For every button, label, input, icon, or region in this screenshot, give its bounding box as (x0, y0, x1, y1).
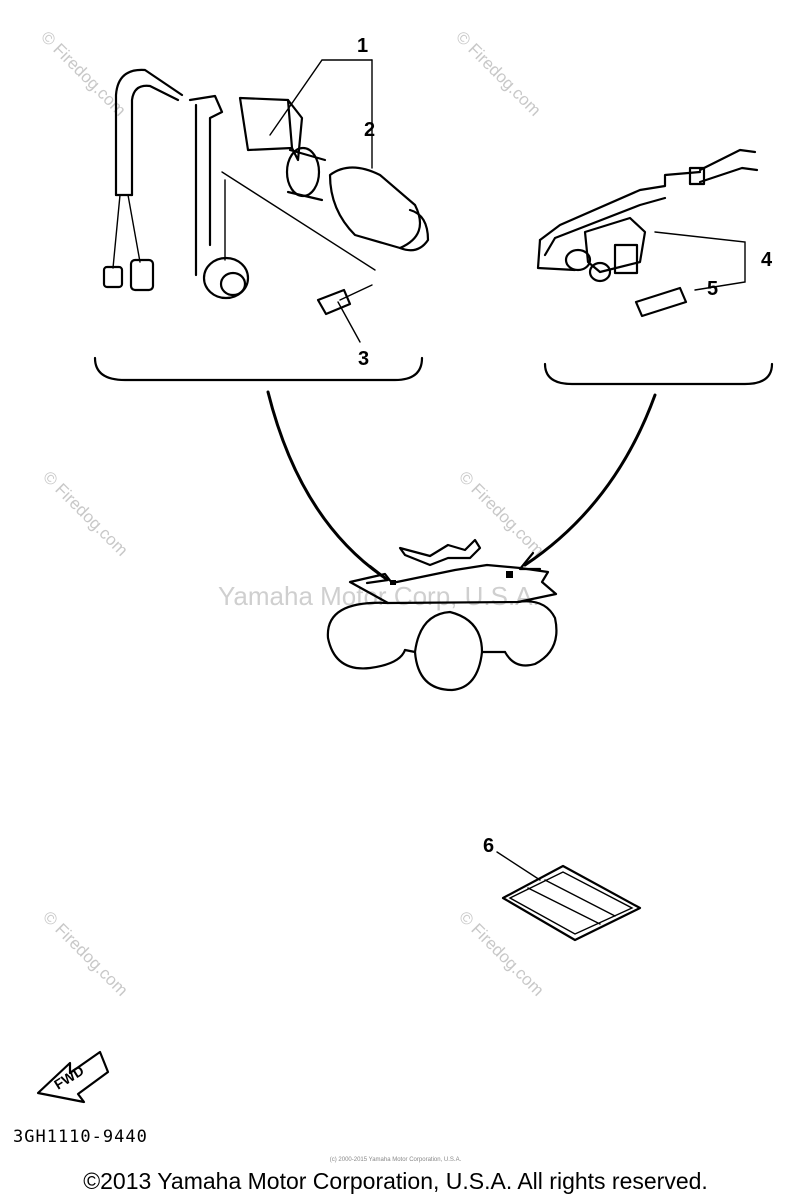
part-number: 3GH1110-9440 (13, 1127, 148, 1147)
right-location-marker (506, 571, 513, 578)
atv-outline (326, 538, 558, 692)
callout-3: 3 (358, 348, 369, 370)
copyright-notice: ©2013 Yamaha Motor Corporation, U.S.A. A… (83, 1168, 708, 1194)
callout-2: 2 (364, 119, 375, 141)
callout-6: 6 (483, 835, 494, 857)
callout-5: 5 (707, 278, 718, 300)
watermark-2: © Firedog.com (452, 27, 544, 119)
watermark-5: © Firedog.com (39, 907, 131, 999)
left-location-marker (390, 580, 396, 585)
watermark-layer: © Firedog.com © Firedog.com © Firedog.co… (37, 27, 547, 999)
callout-1: 1 (357, 35, 368, 57)
fwd-arrow: FWD (36, 1050, 110, 1104)
right-relay-assembly (536, 148, 759, 318)
corp-watermark: Yamaha Motor Corp, U.S.A. (218, 581, 540, 611)
part-6-decal (496, 851, 642, 942)
left-switch-assembly (102, 59, 430, 343)
callout-labels: 1 2 3 4 5 6 (357, 35, 773, 857)
fine-print: (c) 2000-2015 Yamaha Motor Corporation, … (329, 1157, 462, 1163)
callout-4: 4 (761, 249, 773, 271)
fwd-label: FWD (51, 1062, 87, 1092)
watermark-3: © Firedog.com (39, 467, 131, 559)
assembly-brackets (93, 356, 774, 386)
watermark-6: © Firedog.com (455, 907, 547, 999)
location-arrows (266, 390, 657, 585)
